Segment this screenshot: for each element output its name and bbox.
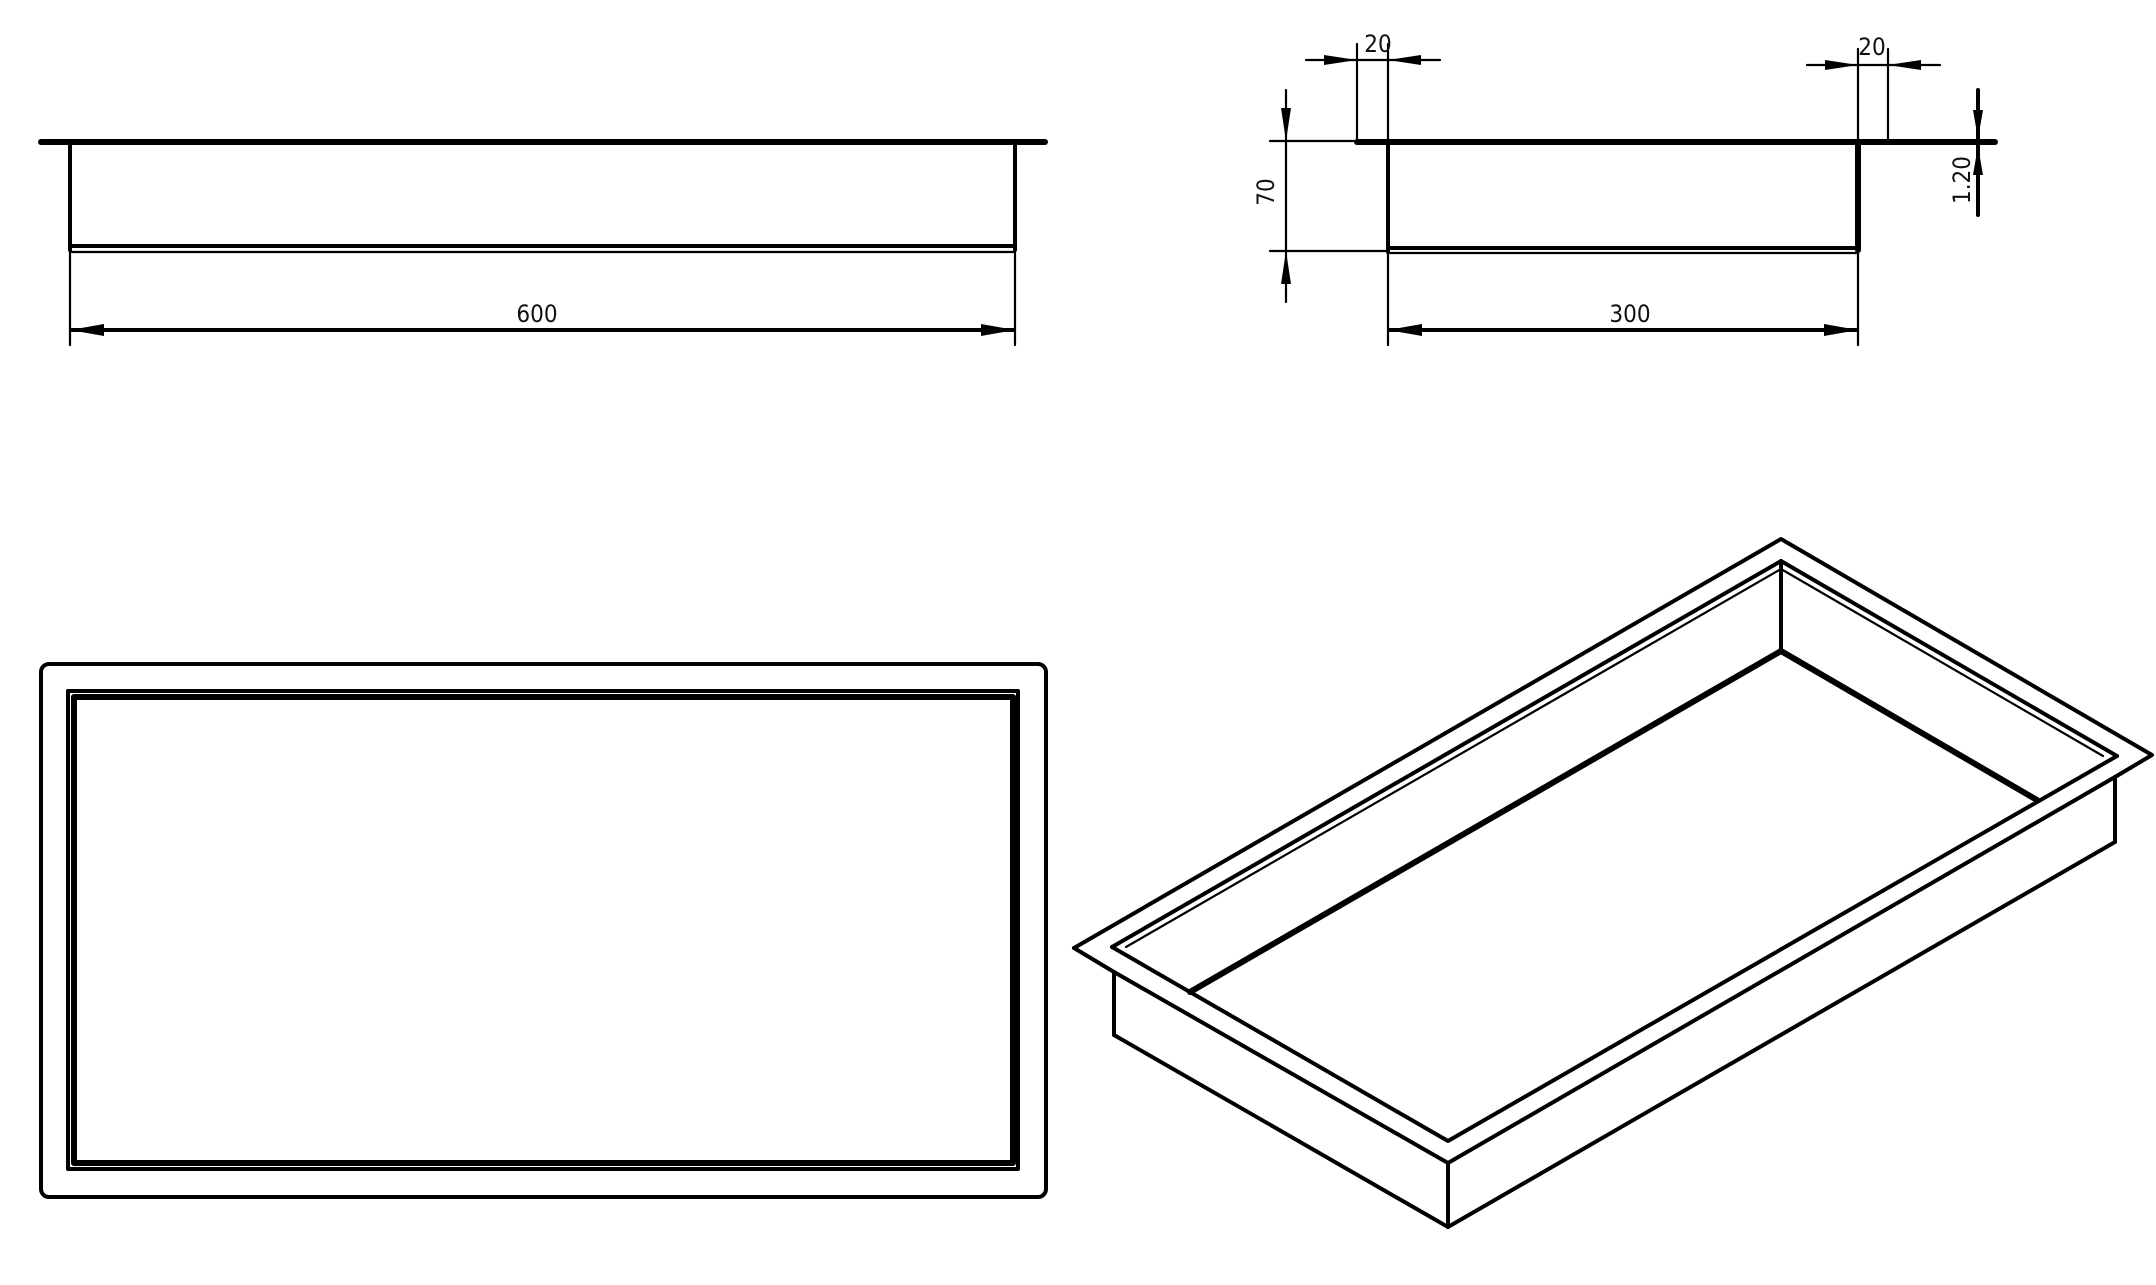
isometric-view <box>1072 537 2154 1229</box>
dimension-label-1-20: 1.20 <box>1948 156 1976 204</box>
iso-flange-outer-front <box>1072 775 2117 1165</box>
arrowhead-icon <box>70 324 104 336</box>
dimension-label-20-left: 20 <box>1364 30 1391 58</box>
arrowhead-icon <box>1824 324 1858 336</box>
dimension-label-600: 600 <box>516 300 557 328</box>
plan-inner-wall-line <box>71 694 1016 1166</box>
plan-outer-flange <box>39 662 1048 1199</box>
iso-flange-outer-top <box>1072 537 2154 950</box>
dimension-label-20-right: 20 <box>1858 33 1885 61</box>
top-plan-view <box>39 662 1048 1199</box>
side-elevation-view: 70 20 20 1.20 300 <box>1252 30 1998 347</box>
arrowhead-icon <box>1388 55 1421 65</box>
arrowhead-icon <box>1825 60 1858 70</box>
arrowhead-icon <box>1973 146 1983 175</box>
dimension-label-300: 300 <box>1609 300 1650 328</box>
arrowhead-icon <box>1388 324 1422 336</box>
arrowhead-icon <box>1973 110 1983 139</box>
iso-opening-back <box>1110 559 2119 949</box>
arrowhead-icon <box>1324 55 1357 65</box>
front-elevation-view: 600 <box>38 139 1048 347</box>
arrowhead-icon <box>1281 108 1291 141</box>
arrowhead-icon <box>1281 251 1291 284</box>
iso-inner-floor-edge <box>1187 648 2040 995</box>
dimension-label-70: 70 <box>1252 178 1280 205</box>
iso-wall-bottom <box>1112 840 2117 1229</box>
arrowhead-icon <box>981 324 1015 336</box>
arrowhead-icon <box>1888 60 1921 70</box>
iso-opening-back-inner <box>1124 567 2105 949</box>
plan-inner-opening <box>66 689 1020 1171</box>
iso-opening-front <box>1110 754 2119 1143</box>
